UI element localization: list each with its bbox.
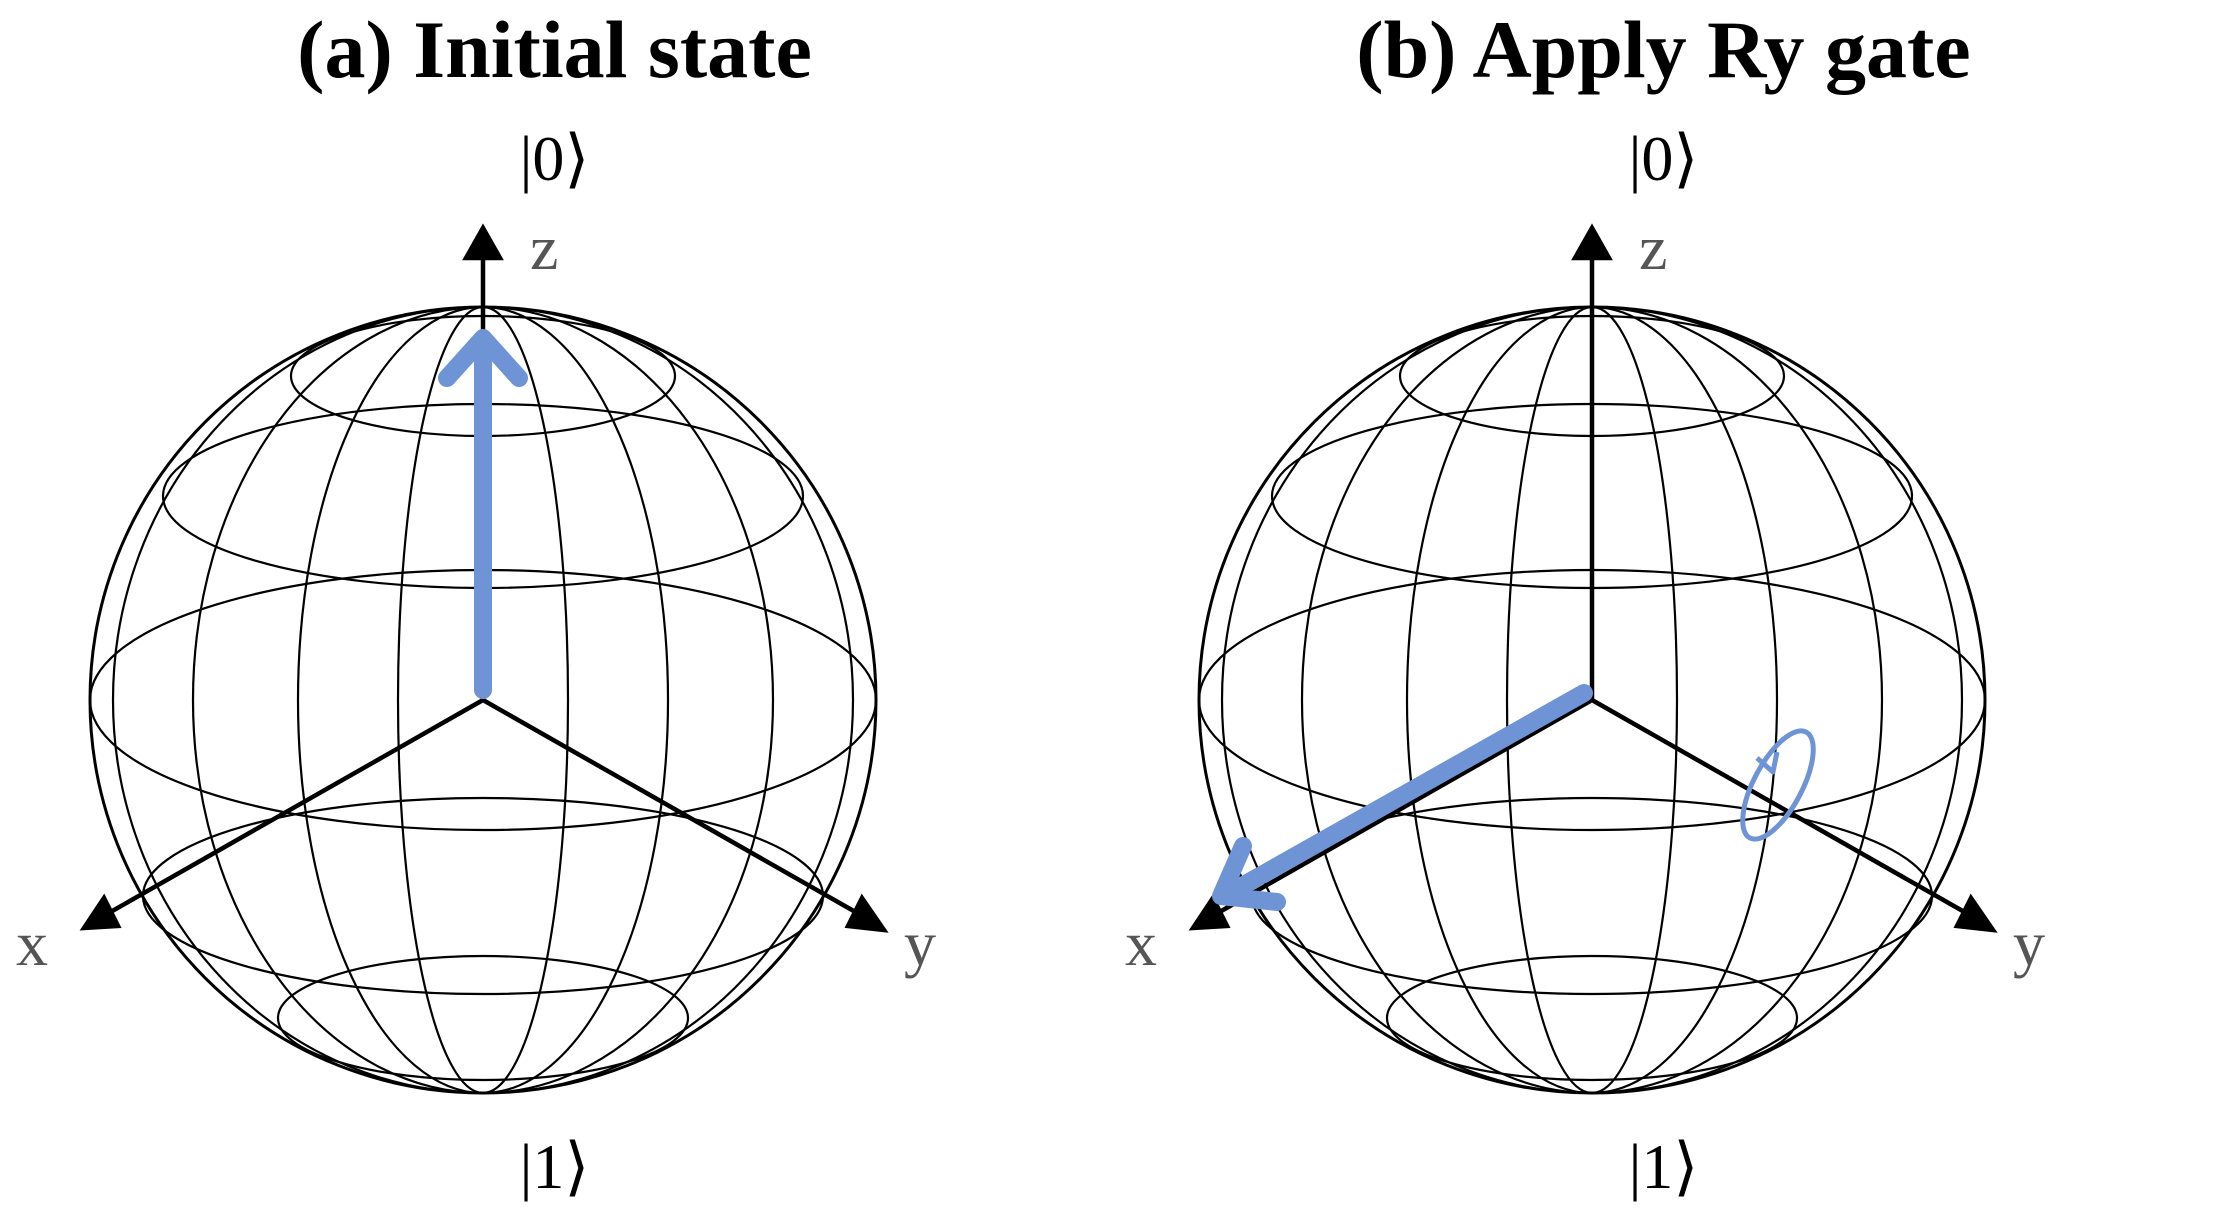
panel-apply-ry-gate: (b) Apply Ry gate |0⟩ |1⟩ — [1109, 0, 2218, 1212]
y-arrowhead — [844, 893, 889, 933]
y-arrowhead — [1953, 893, 1998, 933]
state-vector-arrowhead — [1212, 837, 1286, 911]
panel-title: (a) Initial state — [297, 4, 812, 95]
rotation-indicator — [1740, 728, 1816, 842]
axes — [1188, 223, 1998, 933]
bloch-sphere-b — [1188, 223, 1998, 1095]
ket-zero-label: |0⟩ — [519, 123, 590, 194]
latitude-ring — [141, 796, 825, 996]
y-axis-label: y — [2013, 908, 2045, 979]
y-axis — [1590, 698, 1977, 920]
x-axis — [98, 698, 485, 920]
panel-title: (b) Apply Ry gate — [1356, 4, 1971, 95]
rotation-loop-icon — [1740, 728, 1816, 842]
y-axis — [481, 698, 868, 920]
z-arrowhead — [462, 223, 504, 261]
y-axis-label: y — [904, 908, 936, 979]
x-arrowhead — [79, 893, 122, 931]
ket-one-label: |1⟩ — [519, 1131, 590, 1202]
z-axis-label: z — [1639, 212, 1668, 283]
x-axis-label: x — [1125, 908, 1157, 979]
rotation-arrow-icon — [1755, 751, 1780, 775]
bloch-sphere-a — [79, 223, 889, 1095]
z-arrowhead — [1571, 223, 1613, 261]
z-axis-label: z — [530, 212, 559, 283]
state-vector-arrowhead — [438, 329, 528, 387]
x-axis-label: x — [16, 908, 48, 979]
panel-initial-state: (a) Initial state |0⟩ |1⟩ — [16, 4, 936, 1202]
x-arrowhead — [1188, 893, 1231, 931]
latitude-ring — [1385, 954, 1799, 1082]
ket-one-label: |1⟩ — [1628, 1131, 1699, 1202]
state-vector-shaft — [1226, 684, 1593, 899]
x-axis — [1207, 698, 1594, 920]
ket-zero-label: |0⟩ — [1628, 123, 1699, 194]
state-vector — [438, 329, 528, 699]
latitude-ring — [276, 954, 690, 1082]
state-vector — [1212, 684, 1593, 911]
